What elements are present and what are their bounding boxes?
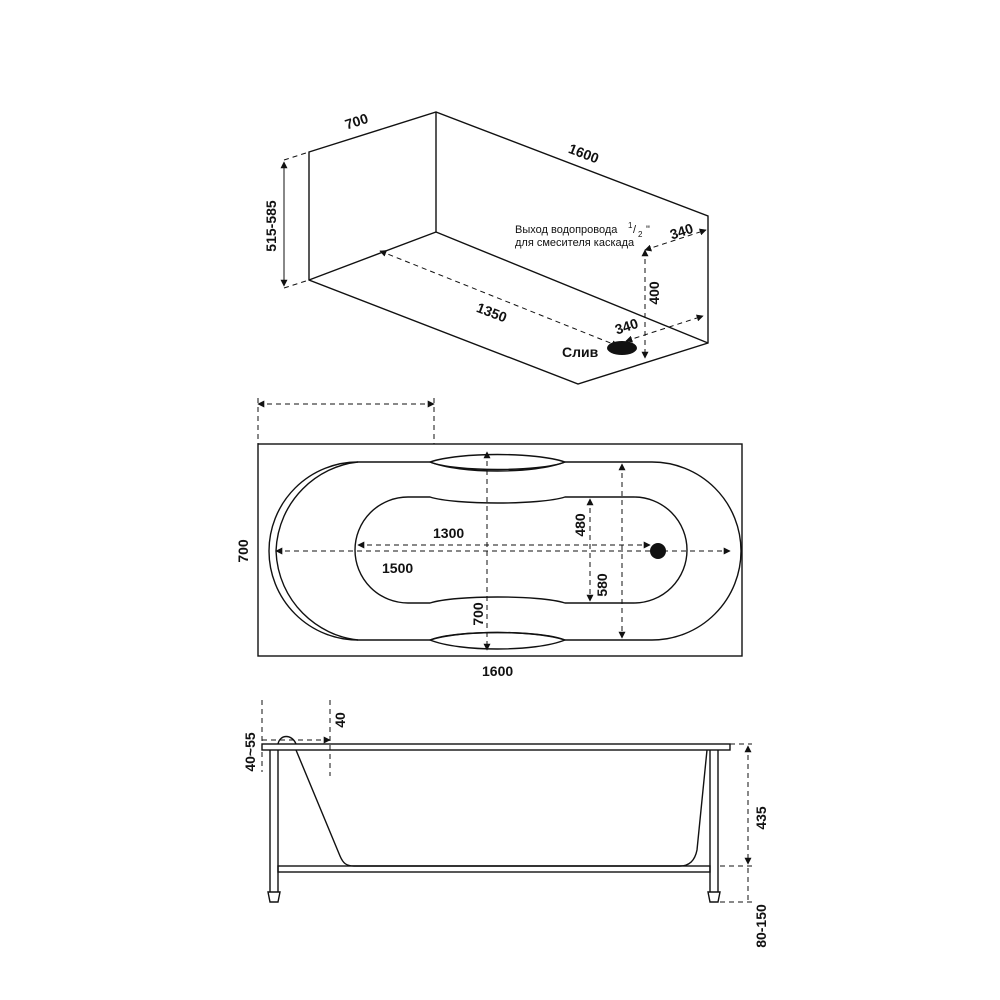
iso-inner-length-dim-line <box>379 250 619 347</box>
iso-floor-left-edge <box>308 231 437 281</box>
top-bowl-length-label: 1500 <box>382 560 413 576</box>
iso-height-ext-top <box>283 151 310 161</box>
side-tub-body <box>295 749 708 867</box>
top-width-label: 700 <box>235 539 251 563</box>
iso-drain-offset-label: 340 <box>613 315 640 338</box>
top-armrest-top <box>427 453 568 472</box>
iso-outlet-height-label: 400 <box>646 281 662 305</box>
side-headrest <box>277 735 297 745</box>
iso-drain-label: Слив <box>562 344 599 360</box>
iso-outlet-fraction-slash: / <box>633 224 637 236</box>
top-outer-bowl <box>268 461 742 641</box>
side-view: 40~55 40 435 80-150 <box>242 700 769 948</box>
top-armrest-bottom <box>427 631 568 650</box>
top-bowl-width-label: 700 <box>470 602 486 626</box>
top-outline <box>257 443 743 657</box>
side-foot-right <box>707 891 721 903</box>
iso-outlet-note-line1: Выход водопровода <box>515 224 618 236</box>
isometric-view: 515-585 700 1600 1350 Слив 340 400 340 В… <box>263 110 709 385</box>
iso-outline <box>308 111 709 385</box>
iso-inner-length-label: 1350 <box>474 299 509 325</box>
iso-height-label: 515-585 <box>263 200 279 252</box>
iso-outlet-fraction-num: 1 <box>628 221 633 230</box>
iso-height-ext-bottom <box>283 279 310 289</box>
side-rim-offset-label: 40 <box>332 712 348 728</box>
iso-outlet-offset-label: 340 <box>668 220 695 243</box>
iso-outlet-offset-dim-line <box>644 228 707 252</box>
side-foot-left <box>267 891 281 903</box>
iso-outlet-fraction-den: 2 <box>638 230 643 239</box>
top-inner-bottom <box>354 496 688 604</box>
side-rim <box>261 743 731 751</box>
top-length-label: 1600 <box>482 663 513 679</box>
top-bottom-wide-label: 580 <box>594 573 610 597</box>
top-bottom-narrow-label: 480 <box>572 513 588 537</box>
iso-drain-offset-dim-line <box>625 314 704 343</box>
iso-outlet-inch-mark: " <box>646 224 650 236</box>
side-crossbar <box>277 865 711 873</box>
side-frame-height-label: 435 <box>753 806 769 830</box>
iso-drain-hole <box>607 341 637 355</box>
iso-length-label: 1600 <box>566 140 601 166</box>
top-view: 1300 1500 700 480 580 700 1600 <box>235 398 743 679</box>
iso-width-label: 700 <box>343 110 370 133</box>
side-rim-thickness-label: 40~55 <box>242 732 258 772</box>
iso-outlet-note-line2: для смесителя каскада <box>515 237 635 249</box>
top-inner-length-label: 1300 <box>433 525 464 541</box>
side-leg-adjust-label: 80-150 <box>753 904 769 948</box>
